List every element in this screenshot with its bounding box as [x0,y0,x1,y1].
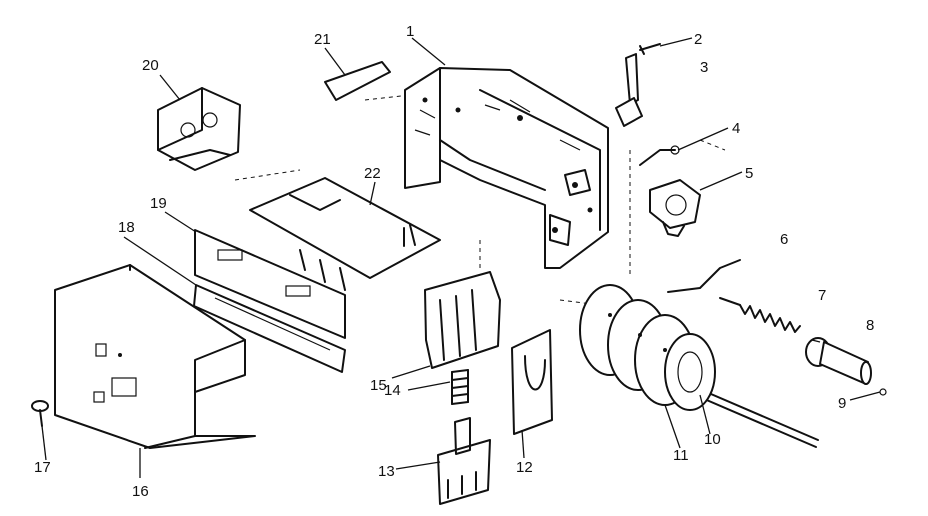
callout-18: 18 [118,219,135,236]
part-2-screw [639,43,661,55]
callout-17: 17 [34,459,51,476]
part-7-spring [719,297,801,333]
part-14-coil-spring [451,369,469,405]
callout-11: 11 [673,447,689,464]
part-12-plate [511,329,553,435]
callout-7: 7 [818,287,826,304]
callout-labels: 1 2 3 4 5 6 7 8 9 10 11 12 13 14 15 16 1… [34,23,874,500]
part-9-set-screw [879,388,887,396]
callout-2: 2 [694,31,702,48]
callout-14: 14 [384,382,401,399]
part-17-screw [31,400,49,427]
callout-6: 6 [780,231,788,248]
part-1-chassis-frame [404,67,609,269]
part-18-rail-bracket [193,284,346,373]
callout-5: 5 [745,165,753,182]
callout-16: 16 [132,483,149,500]
callout-9: 9 [838,395,846,412]
callout-20: 20 [142,57,159,74]
part-6-wire-link [667,259,741,293]
callout-12: 12 [516,459,533,476]
part-10-11-timer-drum [579,284,819,448]
callout-4: 4 [732,120,740,137]
part-3-bracket [615,53,643,127]
callout-19: 19 [150,195,167,212]
callout-22: 22 [364,165,381,182]
callout-3: 3 [700,59,708,76]
callout-8: 8 [866,317,874,334]
part-16-housing-cover [54,264,256,449]
part-20-switch-module [157,87,241,171]
part-15-switch-contacts [424,271,501,369]
part-19-terminal-plate [194,229,346,339]
callout-1: 1 [406,23,414,40]
part-13-switch-block [437,417,491,505]
callout-15: 15 [370,377,387,394]
callout-10: 10 [704,431,721,448]
leader-lines [41,37,881,478]
part-21-clip [324,61,391,101]
part-5-cam-assembly [649,179,701,237]
callout-21: 21 [314,31,331,48]
part-4-spring-wire [639,145,680,166]
callout-13: 13 [378,463,395,480]
part-8-knob [805,337,872,385]
part-22-base-plate [249,177,441,291]
